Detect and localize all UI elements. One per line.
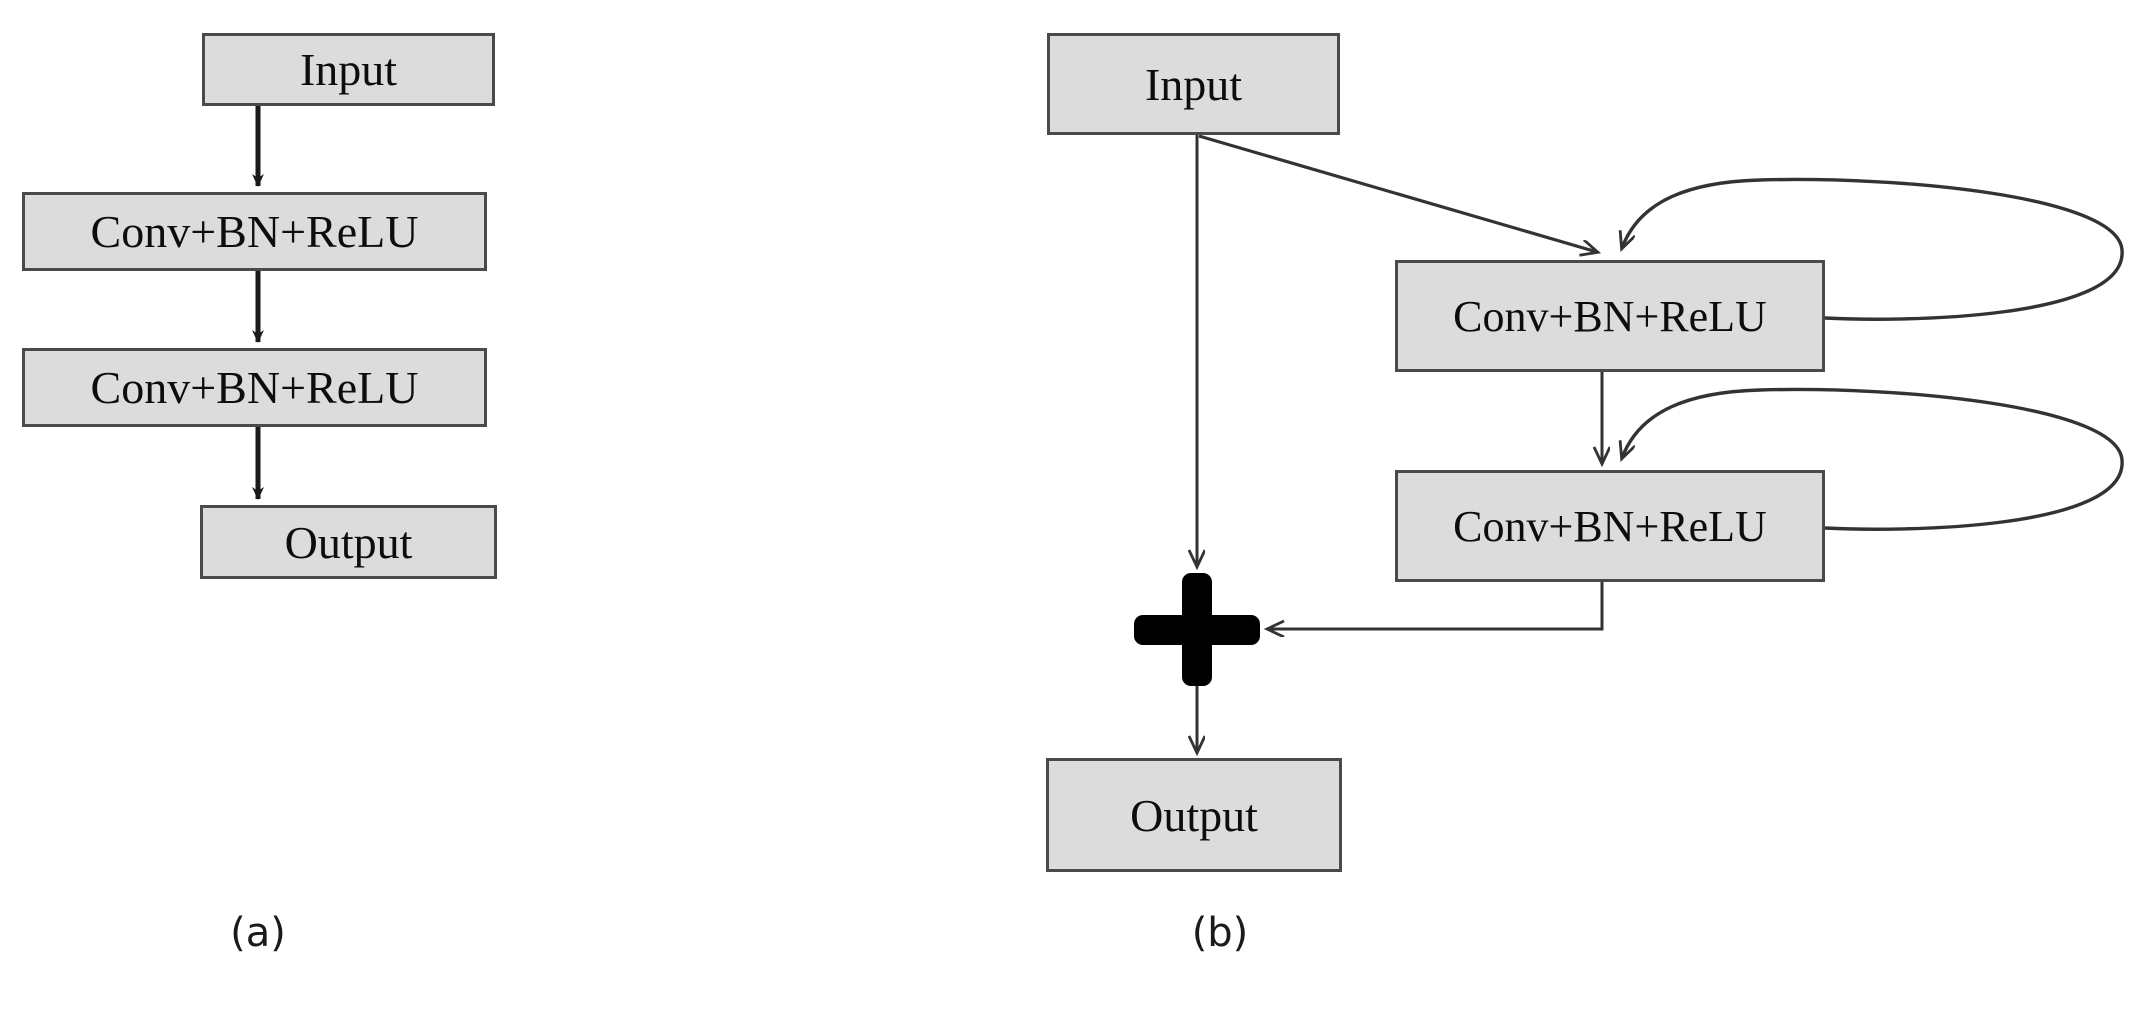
plus-vertical-bar bbox=[1182, 573, 1212, 686]
node-a-output[interactable]: Output bbox=[200, 505, 497, 579]
node-b-conv2[interactable]: Conv+BN+ReLU bbox=[1395, 470, 1825, 582]
node-a-conv2[interactable]: Conv+BN+ReLU bbox=[22, 348, 487, 427]
edge-b-conv2-to-add bbox=[1268, 582, 1604, 629]
panel-caption-b: (b) bbox=[1191, 910, 1249, 956]
node-a-conv1[interactable]: Conv+BN+ReLU bbox=[22, 192, 487, 271]
node-b-input[interactable]: Input bbox=[1047, 33, 1340, 135]
node-b-output[interactable]: Output bbox=[1046, 758, 1342, 872]
node-b-add[interactable] bbox=[1134, 573, 1260, 686]
node-a-input[interactable]: Input bbox=[202, 33, 495, 106]
edge-b-input-to-conv1 bbox=[1198, 134, 1597, 252]
panel-caption-a: (a) bbox=[230, 910, 286, 956]
node-b-conv1[interactable]: Conv+BN+ReLU bbox=[1395, 260, 1825, 372]
